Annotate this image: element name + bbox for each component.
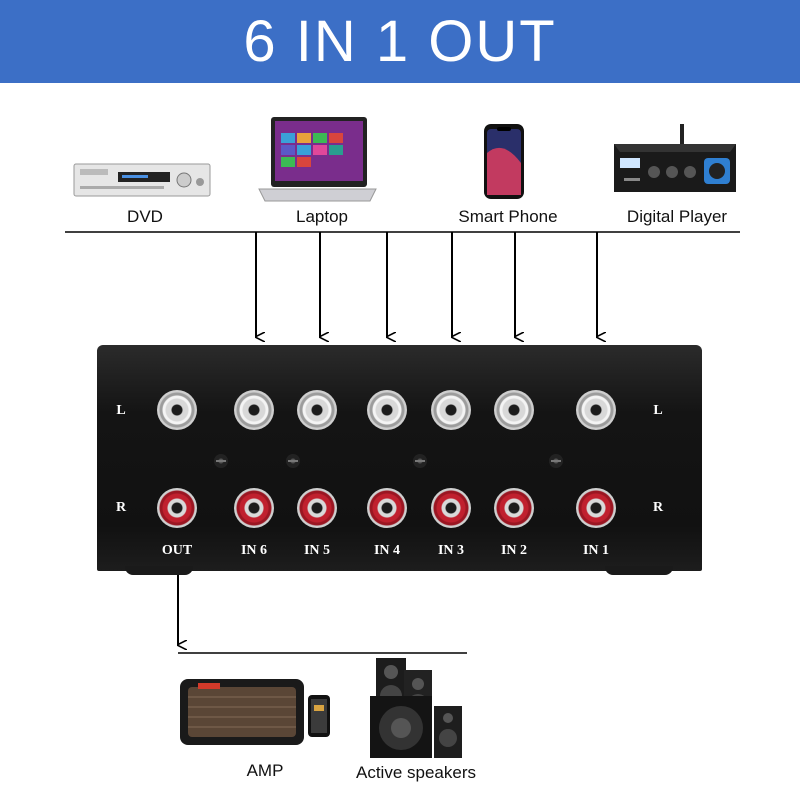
left-channel-label: L [653, 403, 663, 418]
jack-in4-right[interactable] [367, 488, 407, 528]
output-label-amp: AMP [246, 761, 284, 780]
panel-screw [286, 454, 300, 468]
panel-screw [214, 454, 228, 468]
title-banner: 6 IN 1 OUT [0, 0, 800, 83]
jack-in5-right[interactable] [297, 488, 337, 528]
jack-out-left[interactable] [157, 390, 197, 430]
port-label-in1: IN 1 [582, 543, 610, 558]
amp-icon [178, 673, 338, 753]
digital-player-icon [610, 122, 740, 198]
panel-screw [413, 454, 427, 468]
port-label-in6: IN 6 [240, 543, 268, 558]
right-channel-label: R [652, 500, 664, 515]
jack-in1-right[interactable] [576, 488, 616, 528]
page-title: 6 IN 1 OUT [243, 9, 557, 74]
panel-screw [549, 454, 563, 468]
smartphone-icon [483, 123, 525, 200]
source-label-laptop: Laptop [296, 207, 348, 226]
port-label-out: OUT [161, 543, 193, 558]
jack-in3-left[interactable] [431, 390, 471, 430]
dvd-player-icon [72, 160, 212, 200]
switch-box [97, 345, 702, 571]
source-label-dvd: DVD [127, 207, 163, 226]
port-label-in2: IN 2 [500, 543, 528, 558]
source-label-smartphone: Smart Phone [458, 207, 558, 226]
port-label-in3: IN 3 [437, 543, 465, 558]
jack-in6-right[interactable] [234, 488, 274, 528]
jack-out-right[interactable] [157, 488, 197, 528]
port-label-in4: IN 4 [373, 543, 401, 558]
output-label-speakers: Active speakers [356, 763, 476, 782]
rubber-foot [125, 566, 193, 575]
port-label-in5: IN 5 [303, 543, 331, 558]
jack-in6-left[interactable] [234, 390, 274, 430]
rubber-foot [605, 566, 673, 575]
jack-in2-left[interactable] [494, 390, 534, 430]
left-channel-label: L [116, 403, 126, 418]
source-label-digital-player: Digital Player [626, 207, 728, 226]
jack-in4-left[interactable] [367, 390, 407, 430]
right-channel-label: R [115, 500, 127, 515]
speakers-icon [368, 656, 468, 760]
jack-in2-right[interactable] [494, 488, 534, 528]
jack-in5-left[interactable] [297, 390, 337, 430]
jack-in1-left[interactable] [576, 390, 616, 430]
laptop-icon [255, 115, 380, 203]
jack-in3-right[interactable] [431, 488, 471, 528]
